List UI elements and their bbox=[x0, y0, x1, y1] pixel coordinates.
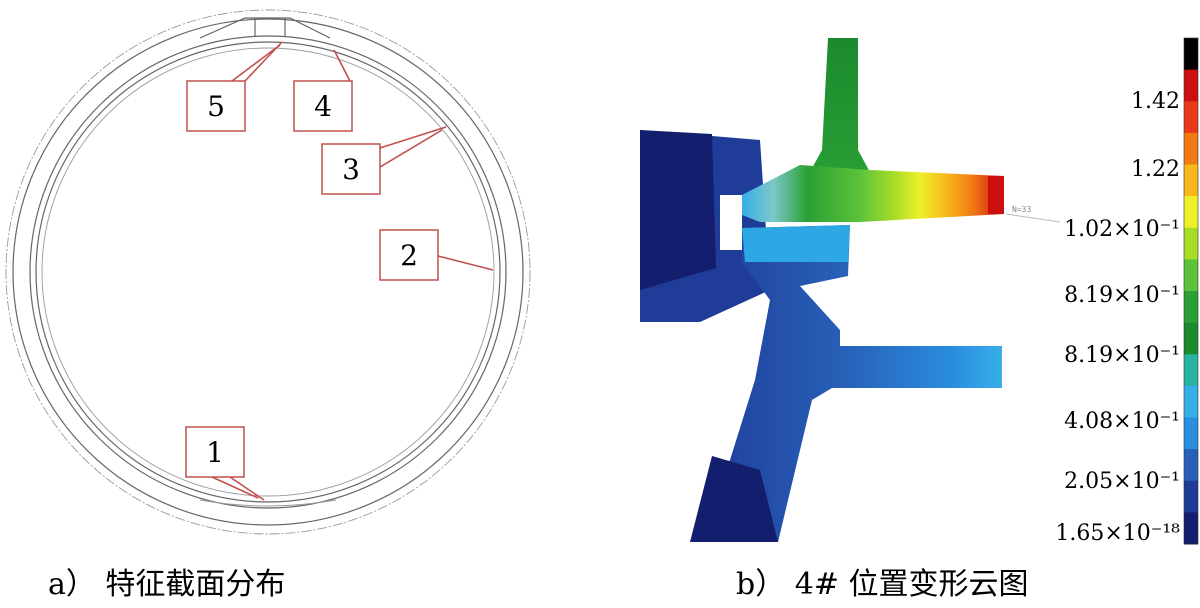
marker-2: 2 bbox=[400, 239, 418, 272]
legend-band bbox=[1184, 132, 1198, 166]
legend-band bbox=[1184, 417, 1198, 450]
legend-band bbox=[1184, 480, 1198, 513]
legend-band bbox=[1184, 164, 1198, 197]
inner-ring-b bbox=[41, 47, 495, 497]
legend-band bbox=[1184, 449, 1198, 482]
middle-ring bbox=[29, 35, 507, 509]
marker-4: 4 bbox=[314, 90, 332, 123]
top-notch bbox=[199, 17, 331, 39]
deformation-contour: N=33 1.42 1.22 1.02×10⁻¹ 8.19×10⁻¹ 8.19×… bbox=[640, 37, 1199, 602]
legend-label-3: 1.02×10⁻¹ bbox=[1064, 217, 1180, 242]
marker-3: 3 bbox=[342, 153, 360, 186]
legend-label-4: 8.19×10⁻¹ bbox=[1064, 283, 1180, 308]
legend-band bbox=[1184, 259, 1198, 292]
marker-5: 5 bbox=[207, 90, 225, 123]
bridge-segment bbox=[742, 225, 850, 262]
bottom-notch bbox=[199, 499, 337, 507]
legend-frame bbox=[1183, 37, 1199, 545]
inner-ring-a bbox=[35, 41, 501, 503]
deformed-flange bbox=[742, 165, 1004, 222]
outer-ring bbox=[12, 18, 524, 526]
legend-band bbox=[1184, 291, 1198, 324]
legend-band bbox=[1184, 227, 1198, 260]
section-distribution-diagram: 5 4 3 2 1 a） 特征截面分布 bbox=[5, 9, 531, 602]
legend-label-1: 1.42 bbox=[1131, 89, 1180, 114]
left-block-slot bbox=[720, 195, 742, 250]
legend-color-bar bbox=[1184, 38, 1198, 545]
lower-arm-tip bbox=[690, 456, 778, 542]
marker-box-2 bbox=[379, 229, 439, 281]
legend-band bbox=[1184, 512, 1198, 545]
legend-band bbox=[1184, 101, 1198, 134]
outer-dashed-ring bbox=[5, 9, 531, 535]
leader-2 bbox=[437, 255, 494, 271]
leader-3b bbox=[379, 129, 443, 168]
legend-label-2: 1.22 bbox=[1131, 157, 1180, 182]
marker-box-5 bbox=[186, 80, 246, 132]
right-caption: b） 4# 位置变形云图 bbox=[736, 567, 1029, 602]
lower-arm bbox=[690, 225, 1002, 542]
leader-5b bbox=[231, 44, 281, 82]
marker-box-3 bbox=[321, 143, 381, 195]
legend-label-7: 2.05×10⁻¹ bbox=[1064, 469, 1180, 494]
probe-tag: N=33 bbox=[1012, 205, 1031, 214]
leader-4 bbox=[333, 49, 351, 82]
leader-3a bbox=[379, 126, 447, 149]
legend-band bbox=[1184, 196, 1198, 229]
upper-stem bbox=[800, 38, 872, 190]
legend-band bbox=[1184, 385, 1198, 419]
marker-box-4 bbox=[293, 80, 353, 132]
legend-label-6: 4.08×10⁻¹ bbox=[1064, 409, 1180, 434]
legend-band bbox=[1184, 322, 1198, 355]
leader-1a bbox=[229, 476, 265, 501]
flange-tip bbox=[988, 176, 1004, 214]
marker-1: 1 bbox=[206, 436, 224, 469]
probe-line bbox=[1005, 213, 1061, 223]
legend-label-8: 1.65×10⁻¹⁸ bbox=[1055, 521, 1180, 546]
legend-band bbox=[1184, 38, 1198, 71]
left-caption: a） 特征截面分布 bbox=[48, 567, 285, 602]
marker-box-1 bbox=[185, 426, 245, 478]
left-block-core bbox=[640, 130, 716, 290]
legend-band bbox=[1184, 69, 1198, 102]
leader-1b bbox=[211, 476, 259, 499]
legend-band bbox=[1184, 354, 1198, 387]
legend-label-5: 8.19×10⁻¹ bbox=[1064, 343, 1180, 368]
